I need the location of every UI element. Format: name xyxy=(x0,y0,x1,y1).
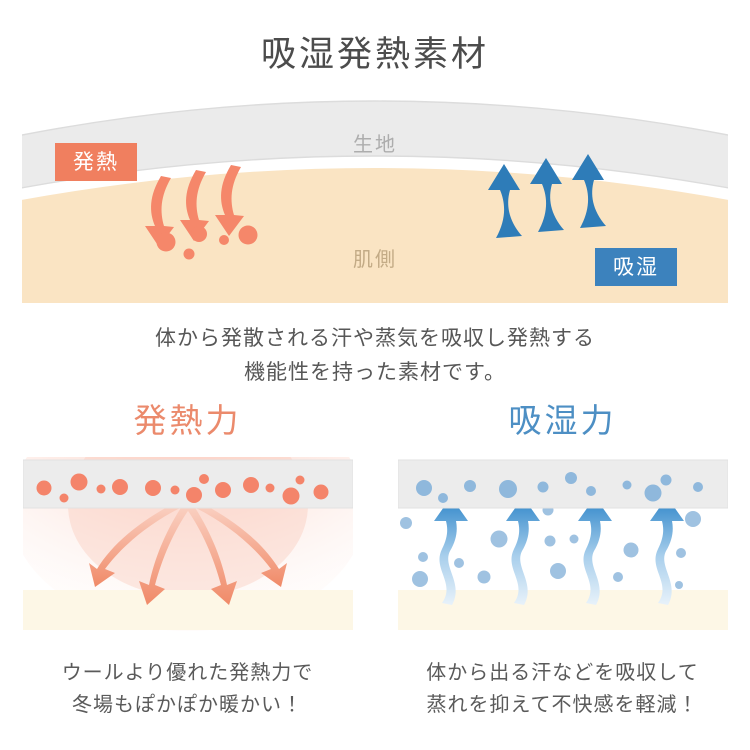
feature-column-heat: 発熱力 xyxy=(0,404,375,722)
moisture-fabric-band xyxy=(397,459,728,509)
page-title: 吸湿発熱素材 xyxy=(260,35,489,74)
heat-caption-line-1: ウールより優れた発熱力で xyxy=(61,662,314,684)
heat-base-layer xyxy=(22,590,353,630)
fabric-layer-shape xyxy=(22,100,728,189)
lead-line-2: 機能性を持った素材です。 xyxy=(244,361,506,385)
heat-dots xyxy=(36,473,328,505)
skin-layer-label: 肌側 xyxy=(353,249,397,271)
moisture-caption-line-2: 蒸れを抑えて不快感を軽減！ xyxy=(426,694,699,717)
moisture-caption: 体から出る汗などを吸収して 蒸れを抑えて不快感を軽減！ xyxy=(426,657,698,722)
fabric-layer-label: 生地 xyxy=(353,134,397,156)
lead-description: 体から発散される汗や蒸気を吸収し発熱する 機能性を持った素材です。 xyxy=(0,322,750,390)
moisture-panel-svg xyxy=(397,459,728,630)
skin-layer-shape xyxy=(22,162,728,303)
heat-arrows-down xyxy=(145,165,244,247)
material-cross-section-diagram xyxy=(0,88,750,303)
moisture-arrows xyxy=(433,497,684,605)
heat-caption: ウールより優れた発熱力で 冬場もぽかぽか暖かい！ xyxy=(62,657,314,722)
moisture-caption-line-1: 体から出る汗などを吸収して xyxy=(426,662,699,684)
moisture-dots-lower xyxy=(399,504,701,589)
feature-columns: 発熱力 xyxy=(0,404,750,722)
layer-separator xyxy=(22,154,728,200)
moisture-arrows-up xyxy=(488,154,606,238)
heat-badge: 発熱 xyxy=(55,143,137,181)
moisture-dots-band xyxy=(415,472,703,503)
feature-column-moisture: 吸湿力 xyxy=(375,404,750,722)
cross-section-svg xyxy=(22,100,728,303)
moisture-power-heading: 吸湿力 xyxy=(508,402,617,439)
heat-power-illustration xyxy=(22,457,353,639)
lead-line-1: 体から発散される汗や蒸気を吸収し発熱する xyxy=(155,327,595,350)
moisture-badge: 吸湿 xyxy=(595,248,677,286)
heat-caption-line-2: 冬場もぽかぽか暖かい！ xyxy=(71,694,303,717)
heat-droplets xyxy=(156,225,258,260)
moisture-power-illustration xyxy=(397,457,728,639)
heat-panel-svg xyxy=(22,457,353,631)
heat-power-heading: 発熱力 xyxy=(133,402,242,439)
